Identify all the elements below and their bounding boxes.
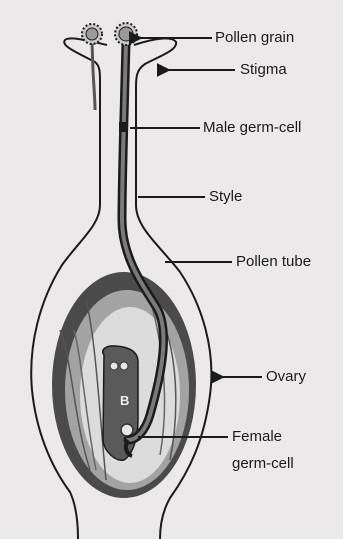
label-female-germ-cell-line2: germ-cell xyxy=(232,455,294,472)
female-germ-cell xyxy=(121,424,133,436)
ovule-letter: B xyxy=(120,393,129,408)
label-stigma: Stigma xyxy=(240,61,287,78)
label-female-germ-cell-line1: Female xyxy=(232,428,282,445)
polar-nucleus-2 xyxy=(120,362,128,370)
pollen-grain-left xyxy=(82,24,102,44)
label-pollen-tube: Pollen tube xyxy=(236,253,311,270)
male-germ-cell xyxy=(119,122,127,132)
second-pollen-tube xyxy=(92,42,95,110)
label-pollen-grain: Pollen grain xyxy=(215,29,294,46)
label-ovary: Ovary xyxy=(266,368,306,385)
label-male-germ-cell: Male germ-cell xyxy=(203,119,301,136)
pollen-grain-right xyxy=(115,23,137,45)
label-style: Style xyxy=(209,188,242,205)
polar-nucleus-1 xyxy=(110,362,118,370)
